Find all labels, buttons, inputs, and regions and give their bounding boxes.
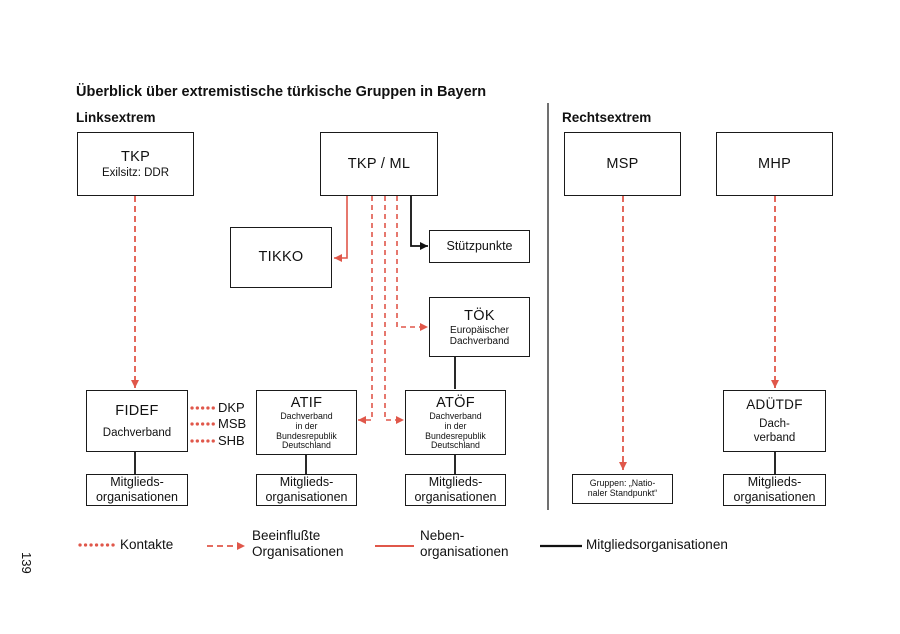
legend-beeinflusst: Beeinflußte Organisationen [252,528,344,559]
legend-beeinflusst-line1: Beeinflußte [252,528,321,543]
legend-neben-line2: organisationen [420,543,509,559]
contact-msb: MSB [218,416,247,431]
node-atif-line1: Dachverband [280,410,333,421]
node-gruppen-msp-line1: Gruppen: „Natio- [589,478,656,489]
node-mitglieds-atif: Mitglieds- organisationen [256,474,357,506]
node-toek-sub2: Dachverband [449,336,510,348]
node-mitglieds-atoef: Mitglieds- organisationen [405,474,506,506]
arrow-tkpml-atif [358,196,373,424]
legend-kontakte: Kontakte [120,537,174,552]
node-atif-line2: in der [295,420,318,431]
node-atif-name: ATIF [290,394,323,411]
node-stuetzpunkte-name: Stützpunkte [446,239,513,253]
node-atoef-line3: Bundesrepublik [425,430,486,441]
node-msp: MSP [564,132,681,196]
node-tikko: TIKKO [230,227,332,288]
node-fidef-sub: Dachverband [102,426,172,439]
node-mitglieds-atif-line1: Mitglieds- [279,475,334,489]
node-aduetdf-name: ADÜTDF [746,396,803,412]
node-mhp-name: MHP [757,155,792,172]
node-mitglieds-aduetdf-line1: Mitglieds- [747,475,802,489]
node-atif-line4: Deutschland [282,440,331,451]
node-atoef: ATÖF Dachverband in der Bundesrepublik D… [405,390,506,455]
node-tkpml: TKP / ML [320,132,438,196]
node-mitglieds-atif-line2: organisationen [265,490,348,504]
page-number: 139 [19,552,34,574]
legend-neben: Neben- organisationen [420,528,509,559]
node-mitglieds-fidef-line1: Mitglieds- [110,475,164,489]
node-mitglieds-fidef: Mitglieds- organisationen [86,474,188,506]
arrow-tkpml-stuetzpunkte [410,196,428,250]
diagram-title: Überblick über extremistische türkische … [76,84,487,100]
node-mitglieds-aduetdf-line2: organisationen [733,490,816,504]
arrow-tkpml-toek [396,196,428,331]
node-msp-name: MSP [606,155,639,172]
node-tkp-sub: Exilsitz: DDR [101,166,170,179]
node-toek-name: TÖK [464,307,495,324]
arrow-tkpml-tikko [334,196,348,262]
node-mitglieds-atoef-line2: organisationen [414,490,497,504]
contact-dkp: DKP [218,400,245,415]
node-stuetzpunkte: Stützpunkte [429,230,530,263]
node-tkp: TKP Exilsitz: DDR [77,132,194,196]
section-left-title: Linksextrem [76,110,156,125]
node-gruppen-msp-line2: naler Standpunkt“ [587,488,658,498]
node-mhp: MHP [716,132,833,196]
contact-shb: SHB [218,433,245,448]
node-toek-sub1: Europäischer [450,324,509,336]
node-toek: TÖK Europäischer Dachverband [429,297,530,357]
node-atif: ATIF Dachverband in der Bundesrepublik D… [256,390,357,455]
node-mitglieds-fidef-line2: organisationen [95,490,178,504]
node-atoef-name: ATÖF [436,394,475,411]
node-aduetdf: ADÜTDF Dach- verband [723,390,826,452]
node-mitglieds-aduetdf: Mitglieds- organisationen [723,474,826,506]
node-mitglieds-atoef-line1: Mitglieds- [428,475,483,489]
node-atif-line3: Bundesrepublik [276,430,337,441]
node-tikko-name: TIKKO [258,249,304,266]
node-tkp-name: TKP [120,148,151,165]
node-atoef-line1: Dachverband [429,410,482,421]
legend-neben-line1: Neben- [420,528,465,543]
node-atoef-line2: in der [444,420,467,431]
node-fidef-name: FIDEF [115,402,159,419]
node-atoef-line4: Deutschland [431,440,480,451]
node-tkpml-name: TKP / ML [347,155,411,172]
node-gruppen-msp: Gruppen: „Natio- naler Standpunkt“ [572,474,673,504]
section-right-title: Rechtsextrem [562,110,652,125]
arrow-tkpml-atoef [384,196,404,424]
legend-beeinflusst-line2: Organisationen [252,543,344,559]
legend-mitglieds: Mitgliedsorganisationen [586,537,728,552]
node-fidef: FIDEF Dachverband [86,390,188,452]
node-aduetdf-sub2: verband [753,431,796,444]
node-aduetdf-sub1: Dach- [759,417,790,430]
